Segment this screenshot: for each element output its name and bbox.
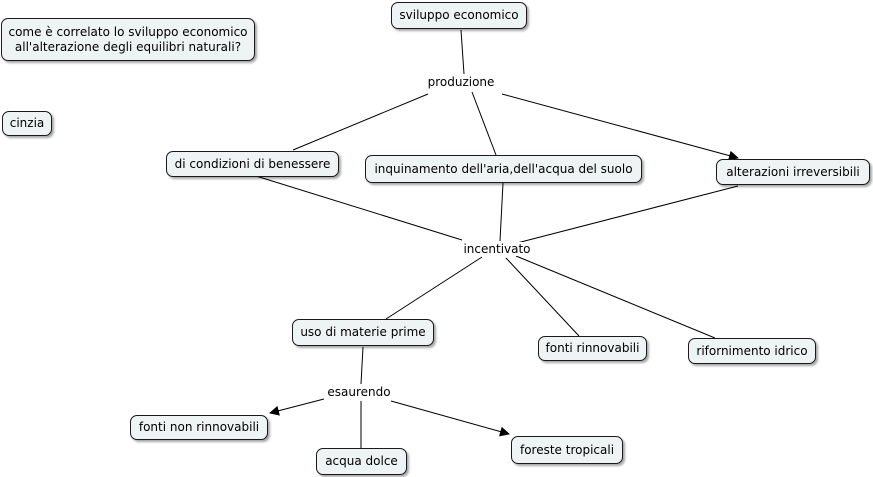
benessere-node[interactable]: di condizioni di benessere [166, 151, 339, 177]
link-esaurendo-fonti-non [269, 398, 325, 416]
link-incentivato-materie [385, 256, 483, 320]
link-incentivato-idrico [515, 255, 716, 339]
link-alterazioni-incentivato [516, 185, 739, 244]
phrase-produzione[interactable]: produzione [425, 75, 497, 89]
alterazioni-node[interactable]: alterazioni irreversibili [716, 159, 870, 185]
author-node[interactable]: cinzia [2, 111, 52, 136]
link-produzione-alterazioni [501, 93, 739, 161]
uso-materie-prime-node[interactable]: uso di materie prime [292, 319, 434, 346]
fonti-non-rinnovabili-node[interactable]: fonti non rinnovabili [130, 415, 268, 440]
rifornimento-idrico-node[interactable]: rifornimento idrico [688, 338, 816, 364]
question-node[interactable]: come è correlato lo sviluppo economico a… [1, 18, 255, 61]
link-materie-esaurendo [360, 346, 364, 385]
link-produzione-inquinamento [471, 91, 497, 156]
link-sviluppo-produzione [460, 29, 465, 75]
sviluppo-economico-node[interactable]: sviluppo economico [391, 2, 527, 29]
link-produzione-benessere [292, 93, 429, 151]
acqua-dolce-node[interactable]: acqua dolce [316, 448, 407, 475]
phrase-incentivato[interactable]: incentivato [461, 242, 533, 256]
foreste-tropicali-node[interactable]: foreste tropicali [511, 436, 623, 464]
link-inquinamento-incentivato [499, 182, 504, 242]
link-incentivato-fonti-rinnovabili [505, 257, 580, 337]
inquinamento-node[interactable]: inquinamento dell'aria,dell'acqua del su… [365, 155, 642, 183]
fonti-rinnovabili-node[interactable]: fonti rinnovabili [538, 336, 647, 361]
link-benessere-incentivato [255, 175, 463, 241]
link-esaurendo-foreste [390, 400, 510, 437]
phrase-esaurendo[interactable]: esaurendo [325, 385, 393, 399]
